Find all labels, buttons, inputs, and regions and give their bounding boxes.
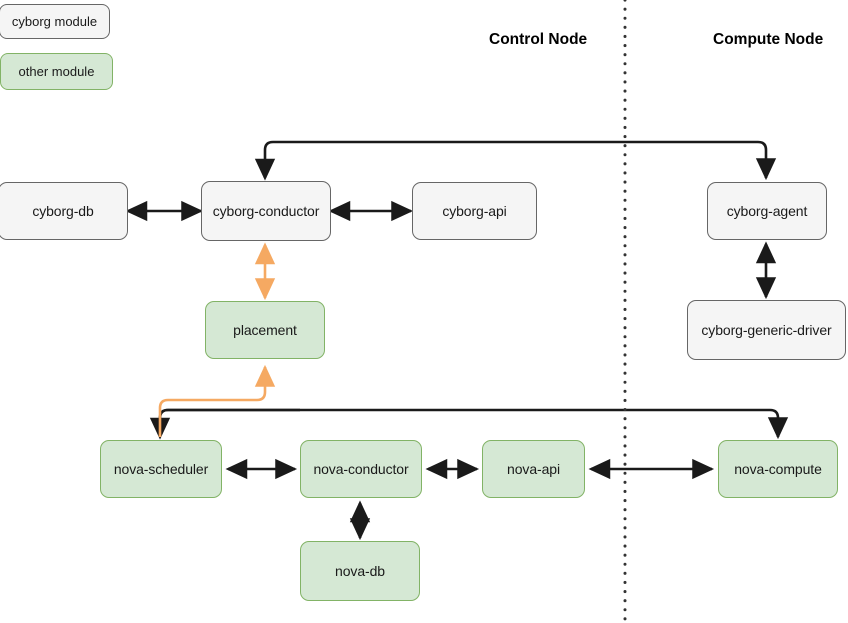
zone-label-compute-node: Compute Node — [713, 31, 824, 48]
legend-cyborg-module-label: cyborg module — [11, 14, 98, 29]
node-cyborg-api-label: cyborg-api — [442, 202, 507, 219]
node-nova-conductor[interactable]: nova-conductor — [300, 440, 422, 498]
node-cyborg-conductor-label: cyborg-conductor — [212, 202, 320, 219]
node-nova-compute[interactable]: nova-compute — [718, 440, 838, 498]
node-nova-scheduler-label: nova-scheduler — [113, 460, 209, 477]
node-placement-label: placement — [233, 321, 297, 338]
node-cyborg-agent-label: cyborg-agent — [726, 202, 808, 219]
node-nova-api-label: nova-api — [507, 460, 560, 477]
edge-novascheduler-placement — [158, 364, 276, 437]
zone-label-control-node: Control Node — [489, 31, 588, 48]
node-cyborg-db[interactable]: cyborg-db — [0, 182, 128, 240]
node-nova-scheduler[interactable]: nova-scheduler — [100, 440, 222, 498]
edge-bottom-bus — [158, 408, 789, 440]
legend-other-module: other module — [0, 53, 113, 90]
node-cyborg-db-label: cyborg-db — [32, 202, 94, 219]
node-nova-conductor-label: nova-conductor — [313, 460, 409, 477]
node-nova-db[interactable]: nova-db — [300, 541, 420, 601]
node-cyborg-generic-driver-label: cyborg-generic-driver — [701, 321, 832, 338]
edge-top-bus — [254, 140, 777, 181]
node-placement[interactable]: placement — [205, 301, 325, 359]
node-nova-compute-label: nova-compute — [734, 460, 822, 477]
node-cyborg-generic-driver[interactable]: cyborg-generic-driver — [687, 300, 846, 360]
node-nova-api[interactable]: nova-api — [482, 440, 585, 498]
node-cyborg-conductor[interactable]: cyborg-conductor — [201, 181, 331, 241]
node-nova-db-label: nova-db — [335, 562, 385, 579]
edge-bottom-bus-left-tail — [149, 408, 300, 440]
node-cyborg-api[interactable]: cyborg-api — [412, 182, 537, 240]
node-cyborg-agent[interactable]: cyborg-agent — [707, 182, 827, 240]
legend-other-module-label: other module — [18, 64, 95, 79]
legend-cyborg-module: cyborg module — [0, 4, 110, 39]
